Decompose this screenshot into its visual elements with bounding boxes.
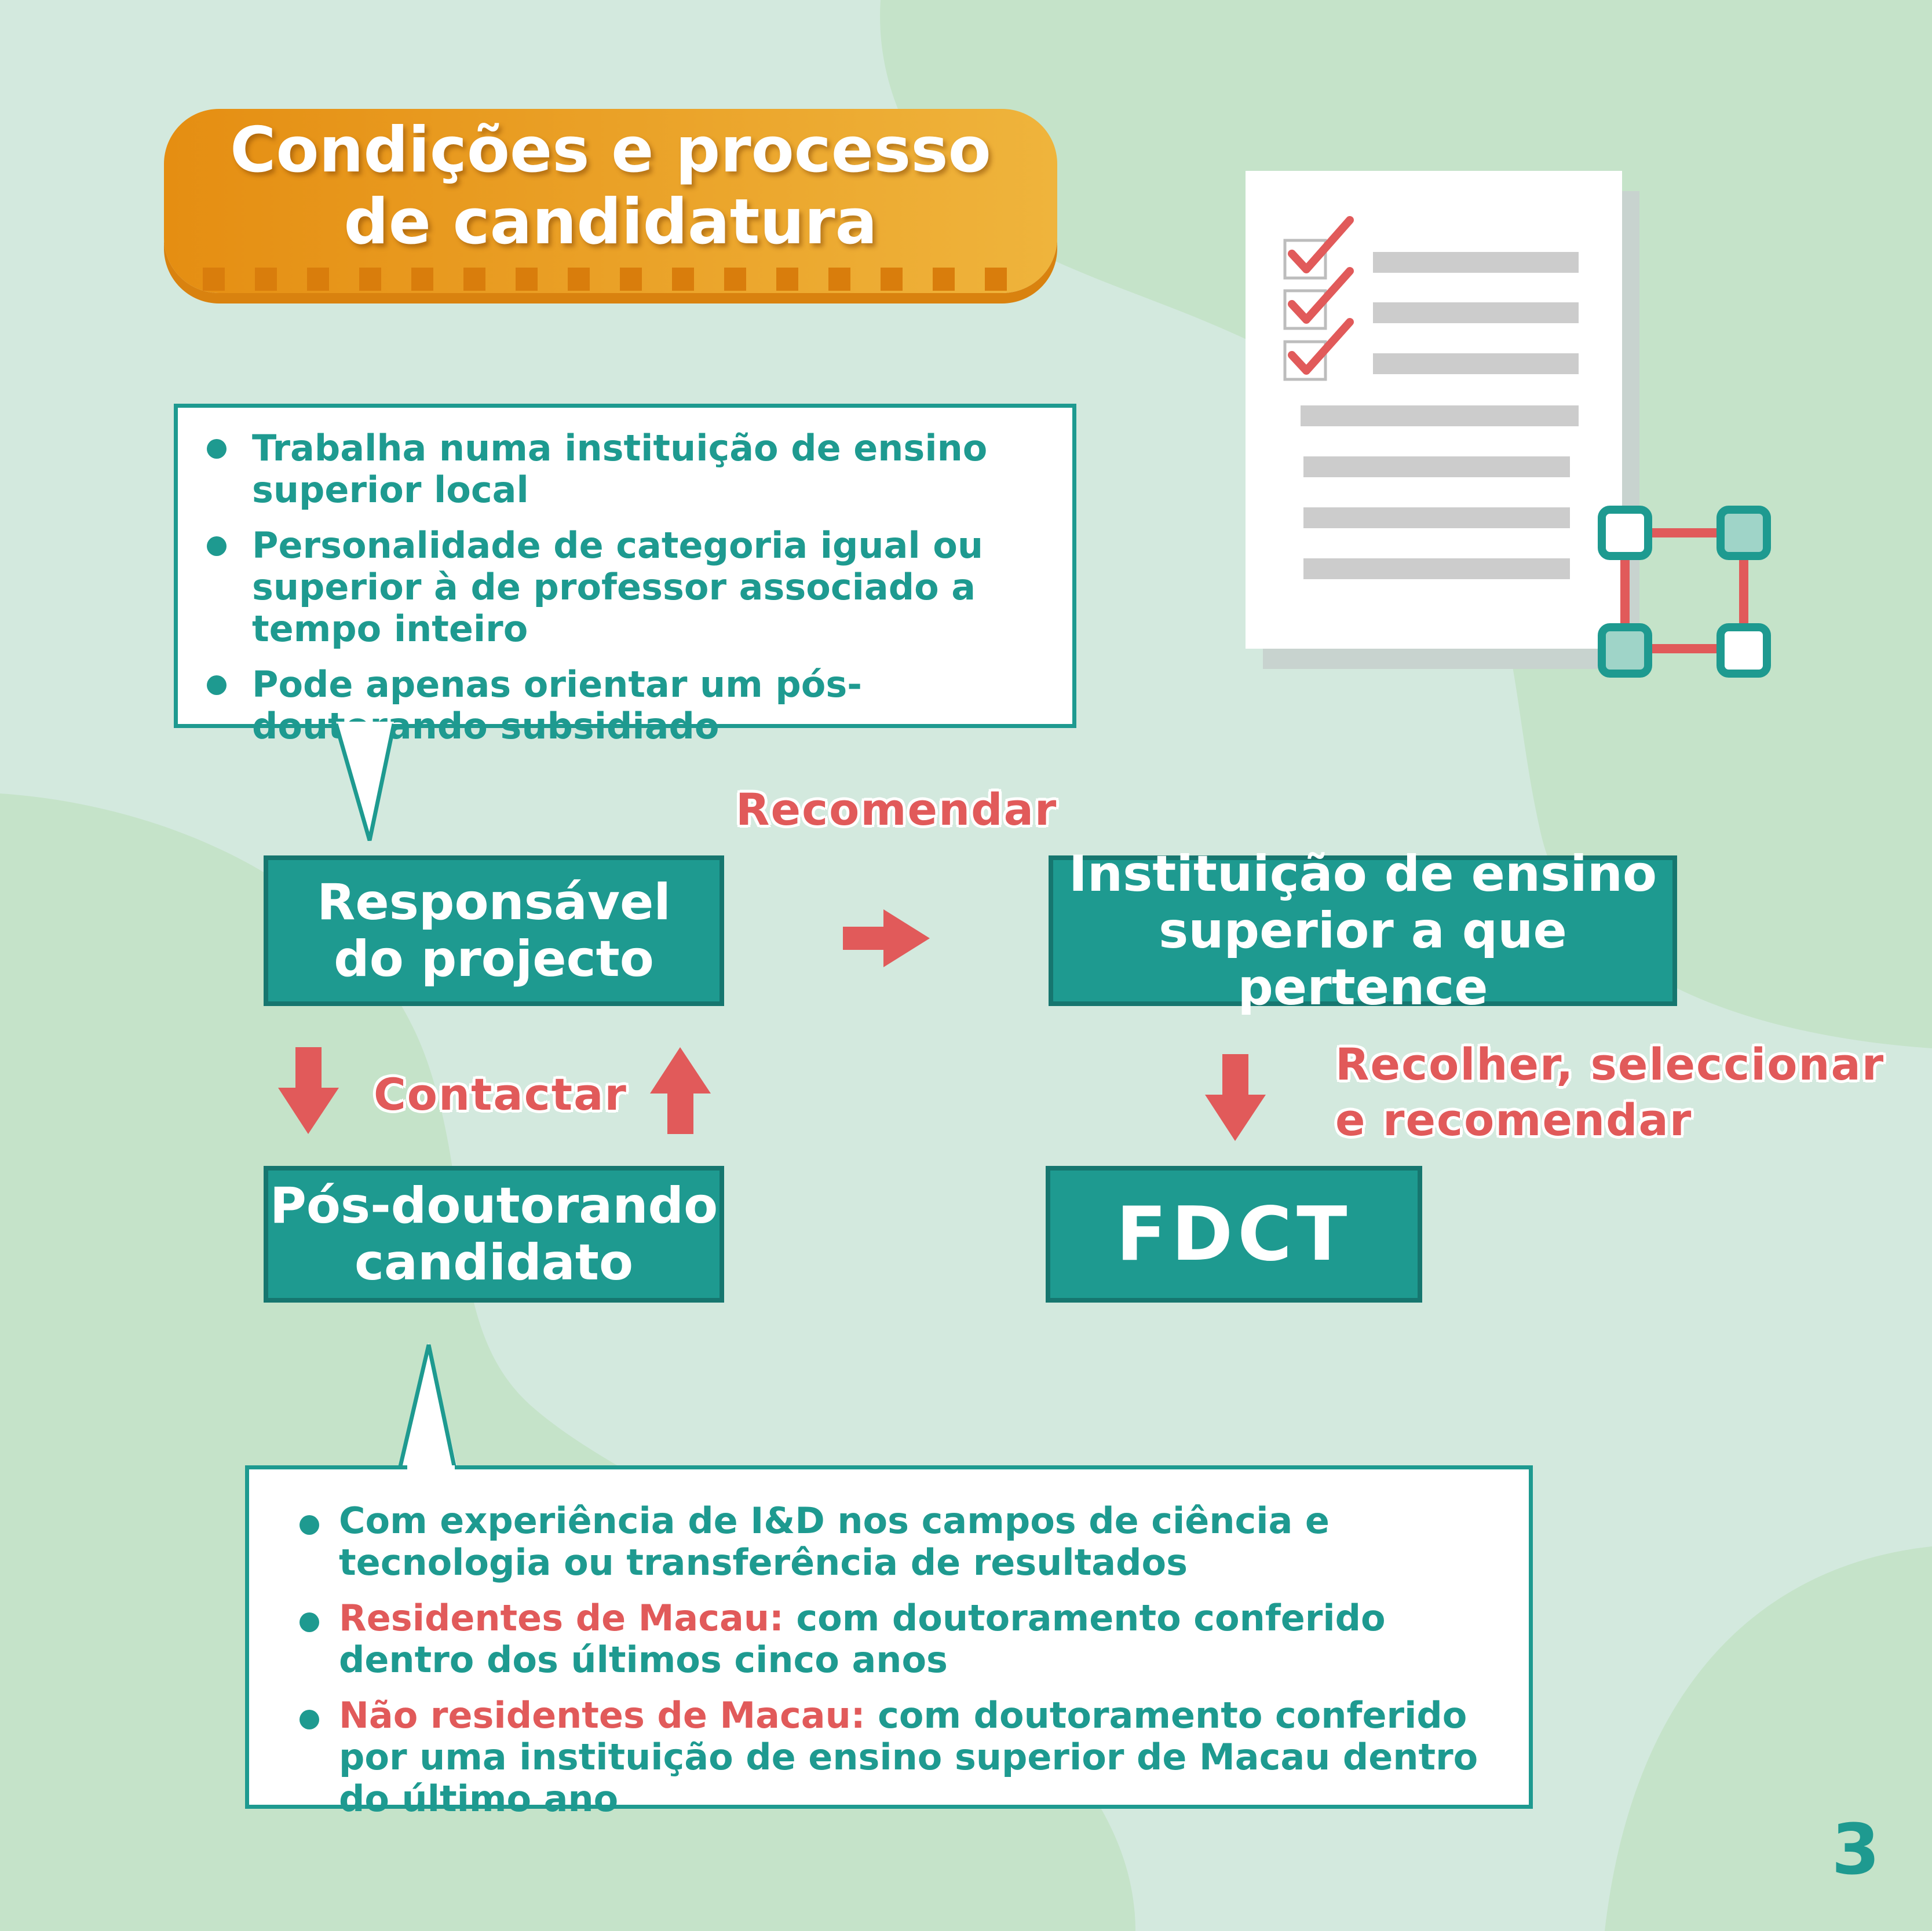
list-item: Personalidade de categoria igual ou supe… bbox=[207, 525, 1057, 650]
page-number: 3 bbox=[1831, 1810, 1880, 1890]
institution-box: Instituição de ensino superior a que per… bbox=[1049, 846, 1677, 1016]
callout-top-border bbox=[245, 1465, 1533, 1469]
arrow-up-icon bbox=[650, 1047, 711, 1134]
title-banner bbox=[164, 109, 1057, 293]
page-title: Condições e processo de candidatura bbox=[230, 114, 991, 258]
callout-pointer-top bbox=[334, 722, 396, 841]
arrow-right-icon bbox=[843, 909, 930, 967]
collect-select-recommend-label: Recolher, seleccionar e recomendar bbox=[1335, 1038, 1885, 1146]
supervisor-requirements-callout: Trabalha numa instituição de ensino supe… bbox=[174, 404, 1076, 747]
list-item: Pode apenas orientar um pós-doutorando s… bbox=[207, 664, 1057, 747]
list-item: Com experiência de I&D nos campos de ciê… bbox=[300, 1500, 1503, 1583]
project-lead-box: Responsável do projecto bbox=[264, 855, 724, 1006]
recommend-label: Recomendar bbox=[736, 784, 1058, 835]
candidate-box: Pós-doutorando candidato bbox=[264, 1166, 724, 1303]
candidate-requirements-callout: Com experiência de I&D nos campos de ciê… bbox=[245, 1465, 1533, 1820]
contact-label: Contactar bbox=[374, 1069, 627, 1120]
title-banner-stripes bbox=[203, 268, 1007, 291]
list-item: Trabalha numa instituição de ensino supe… bbox=[207, 427, 1057, 511]
network-nodes-icon bbox=[1598, 506, 1771, 678]
callout-pointer-bottom bbox=[397, 1343, 458, 1470]
arrow-down-icon bbox=[278, 1047, 339, 1134]
list-item: Residentes de Macau: com doutoramento co… bbox=[300, 1597, 1503, 1681]
checklist-document-icon bbox=[1246, 171, 1639, 669]
list-item: Não residentes de Macau: com doutorament… bbox=[300, 1695, 1503, 1820]
fdct-box: FDCT bbox=[1046, 1166, 1422, 1303]
arrow-down-icon bbox=[1205, 1054, 1266, 1141]
